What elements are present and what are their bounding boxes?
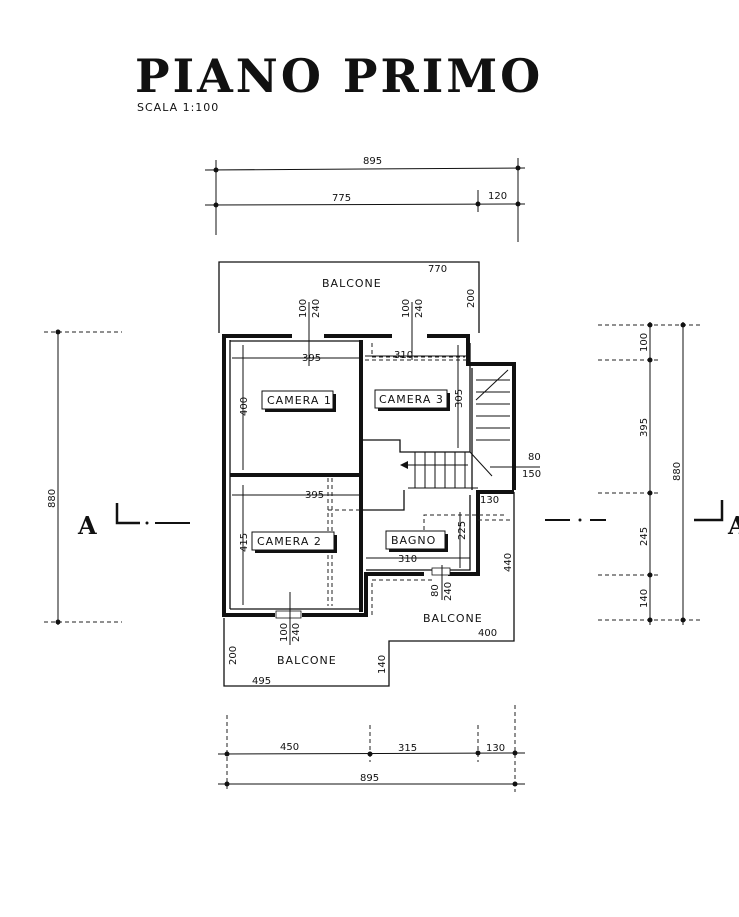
dim-bagno-h: 225 (457, 521, 468, 540)
dim-win3-b: 240 (291, 623, 302, 642)
dim-right-d: 140 (639, 589, 650, 608)
dim-balcony-top-h: 200 (466, 289, 477, 308)
dim-right-total: 880 (672, 462, 683, 481)
dim-bagno-side: 130 (480, 495, 499, 506)
drawing-title: PIANO PRIMO (135, 49, 543, 103)
dim-right-c: 245 (639, 527, 650, 546)
room-camera3: CAMERA 3 (379, 393, 444, 406)
dim-win2-a: 100 (401, 299, 412, 318)
balcony-bottom: BALCONE 400 440 BALCONE 495 200 140 (223, 492, 515, 687)
dim-top-a: 775 (332, 193, 351, 204)
walls (222, 334, 516, 619)
section-label-left: A (77, 511, 97, 540)
dim-bagno-w: 310 (398, 554, 417, 565)
dim-top-b: 120 (488, 191, 507, 202)
dim-balcony-bottom-w: 495 (252, 676, 271, 687)
top-dimensions: 895 775 120 (204, 156, 526, 242)
balcony-top-label: BALCONE (322, 277, 382, 290)
left-dimensions: 880 (44, 329, 122, 625)
dim-balcony-top-w: 770 (428, 264, 447, 275)
dim-right-b: 395 (639, 418, 650, 437)
right-dimensions: 100 395 245 140 880 (598, 322, 700, 625)
dim-balcony-right-h: 440 (503, 553, 514, 572)
dim-camera1-w: 395 (302, 353, 321, 364)
dim-stair-b: 150 (522, 469, 541, 480)
room-labels: CAMERA 1 CAMERA 3 CAMERA 2 BAGNO (251, 389, 450, 553)
section-label-right: A (727, 511, 739, 540)
dim-balcony-bottom-step: 140 (377, 655, 388, 674)
dim-balcony-right-w: 400 (478, 628, 497, 639)
balcony-bottom-label: BALCONE (277, 654, 337, 667)
dim-bottom-b: 315 (398, 743, 417, 754)
balcony-top: BALCONE 770 200 (218, 261, 480, 333)
dim-bottom-total: 895 (360, 773, 379, 784)
section-marker-left: A (77, 503, 190, 540)
inner-dimensions: 395 310 400 305 395 415 310 225 130 80 1… (232, 299, 541, 645)
dim-stair-a: 80 (528, 452, 541, 463)
dim-win4-b: 240 (443, 582, 454, 601)
dim-camera3-h: 305 (454, 389, 465, 408)
dim-win4-a: 80 (430, 584, 441, 597)
room-camera2: CAMERA 2 (257, 535, 322, 548)
dim-right-a: 100 (639, 333, 650, 352)
dim-win1-a: 100 (298, 299, 309, 318)
dim-camera1-h: 400 (239, 397, 250, 416)
dim-camera2-w: 395 (305, 490, 324, 501)
bottom-dimensions: 450 315 130 895 (217, 705, 526, 792)
balcony-right-label: BALCONE (423, 612, 483, 625)
section-marker-right: A (545, 500, 739, 540)
dim-balcony-bottom-h: 200 (228, 646, 239, 665)
dim-top-total: 895 (363, 156, 382, 167)
dim-left-total: 880 (47, 489, 58, 508)
dim-camera3-w: 310 (394, 350, 413, 361)
dim-win3-a: 100 (279, 623, 290, 642)
room-bagno: BAGNO (391, 534, 436, 547)
scale-label: SCALA 1:100 (137, 101, 219, 114)
room-camera1: CAMERA 1 (267, 394, 332, 407)
dim-win2-b: 240 (414, 299, 425, 318)
dim-camera2-h: 415 (239, 533, 250, 552)
dim-win1-b: 240 (311, 299, 322, 318)
dim-bottom-a: 450 (280, 742, 299, 753)
dim-bottom-c: 130 (486, 743, 505, 754)
stairs (400, 369, 540, 489)
